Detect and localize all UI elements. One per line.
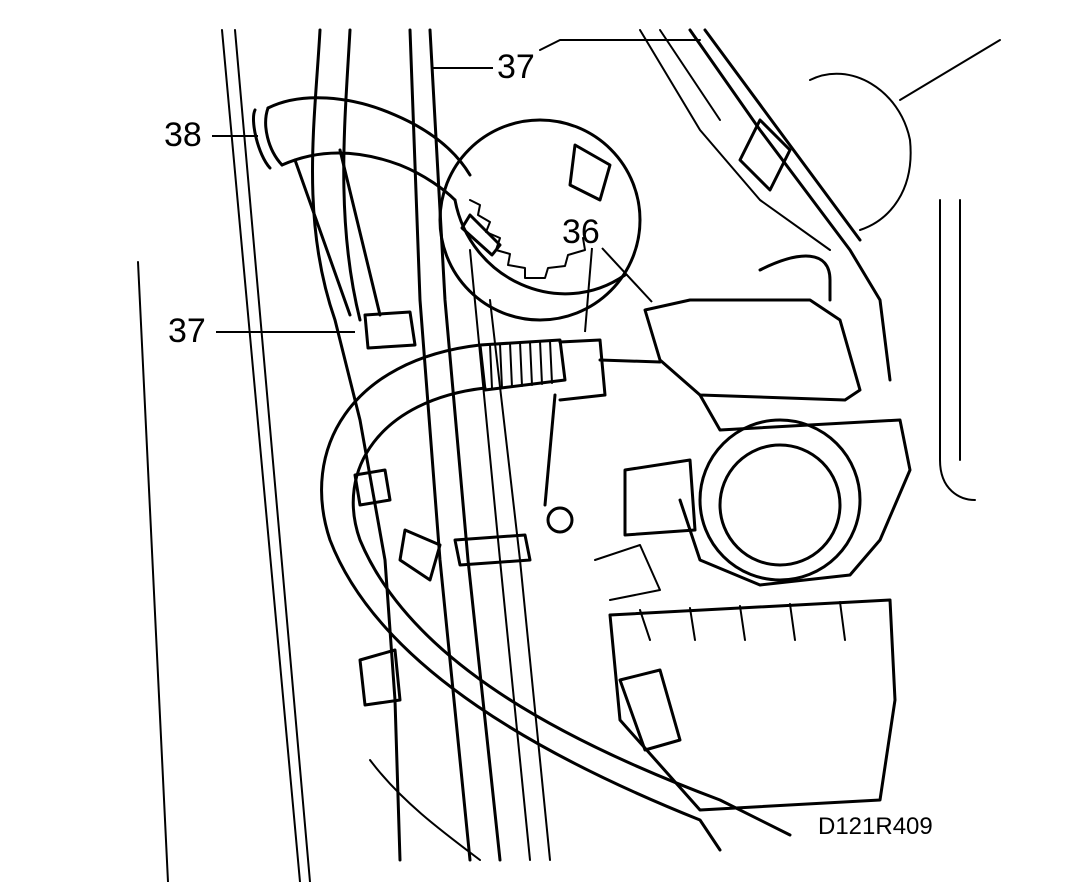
callout-37-top: 37 bbox=[497, 48, 535, 86]
sweeping-hose bbox=[320, 343, 792, 852]
callout-37-left: 37 bbox=[168, 312, 206, 350]
lower-left-components bbox=[353, 468, 661, 861]
callout-36: 36 bbox=[562, 213, 600, 251]
leader-lines bbox=[212, 67, 653, 333]
accelerator-cable-36 bbox=[478, 338, 662, 507]
throttle-body bbox=[608, 254, 912, 812]
leader-36-b bbox=[601, 247, 653, 303]
hose-38 bbox=[251, 96, 472, 350]
upper-right-components bbox=[539, 28, 1001, 501]
figure-reference-code: D121R409 bbox=[818, 813, 933, 840]
leader-36-a bbox=[584, 247, 593, 333]
frame-lines bbox=[137, 29, 311, 882]
callout-38: 38 bbox=[164, 116, 202, 154]
reservoir-cap bbox=[438, 118, 642, 322]
